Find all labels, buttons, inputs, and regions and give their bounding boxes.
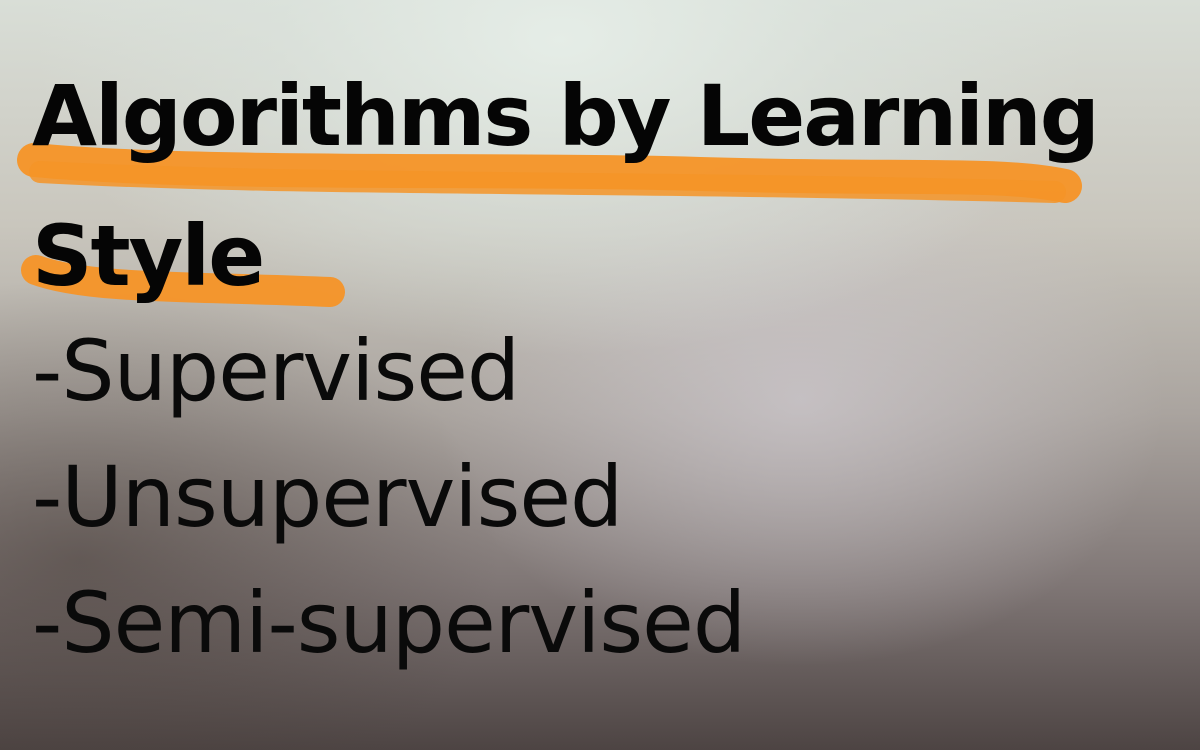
learning-style-list: -Supervised -Unsupervised -Semi-supervis… xyxy=(32,308,746,686)
slide-title: Algorithms by Learning Style xyxy=(32,67,1100,305)
list-item-semi-supervised: -Semi-supervised xyxy=(32,574,746,672)
list-item-supervised: -Supervised xyxy=(32,322,520,420)
list-item-unsupervised: -Unsupervised xyxy=(32,448,623,546)
